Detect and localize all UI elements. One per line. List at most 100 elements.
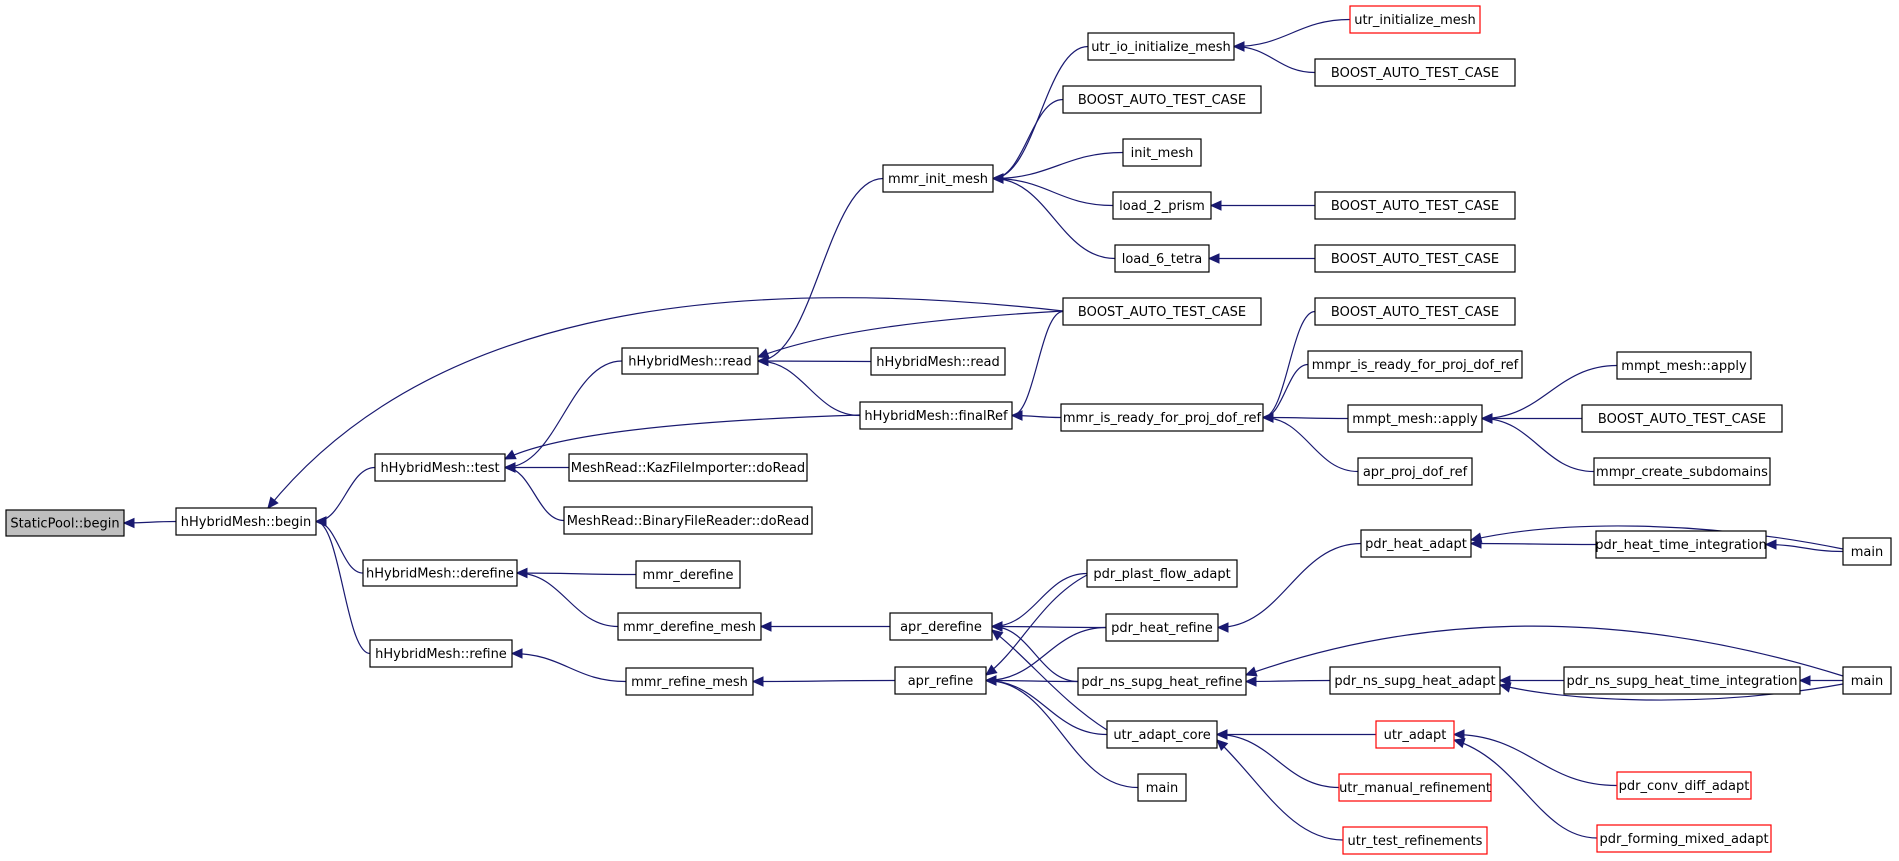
node-staticpool-begin[interactable]: StaticPool::begin xyxy=(5,509,125,537)
node-load-6-tetra[interactable]: load_6_tetra xyxy=(1114,244,1210,273)
edge-main_3-to-pdr_ns_heat_refine-arrowhead xyxy=(1244,666,1258,677)
node-apr-refine[interactable]: apr_refine xyxy=(894,666,987,695)
edge-mmr_derefine-to-hhybrid_derefine xyxy=(516,572,637,576)
node-box xyxy=(1314,191,1516,220)
node-hhybrid-begin[interactable]: hHybridMesh::begin xyxy=(175,507,317,536)
node-mmr-derefine[interactable]: mmr_derefine xyxy=(635,560,741,589)
node-label: BOOST_AUTO_TEST_CASE xyxy=(1078,93,1246,108)
node-boost-7[interactable]: BOOST_AUTO_TEST_CASE xyxy=(1581,404,1783,433)
node-pdr-ns-heat-adapt[interactable]: pdr_ns_supg_heat_adapt xyxy=(1329,666,1501,695)
node-mmpr-is-ready[interactable]: mmpr_is_ready_for_proj_dof_ref xyxy=(1307,350,1523,379)
node-boost-5[interactable]: BOOST_AUTO_TEST_CASE xyxy=(1314,244,1516,273)
node-hhybrid-read2[interactable]: hHybridMesh::read xyxy=(870,347,1006,376)
edge-meshread_binary-to-hhybrid_test xyxy=(504,466,565,522)
edge-main_1-to-apr_refine-arrowhead xyxy=(984,675,997,686)
node-label: mmr_derefine xyxy=(643,568,734,583)
node-box xyxy=(1842,537,1892,566)
node-label: hHybridMesh::finalRef xyxy=(864,409,1008,424)
node-meshread-kaz[interactable]: MeshRead::KazFileImporter::doRead xyxy=(568,453,808,482)
node-hhybrid-refine[interactable]: hHybridMesh::refine xyxy=(369,639,513,668)
node-mmpt-mesh-apply-2[interactable]: mmpt_mesh::apply xyxy=(1616,351,1752,380)
node-box xyxy=(1105,613,1219,642)
node-utr-io-init[interactable]: utr_io_initialize_mesh xyxy=(1087,32,1235,61)
node-box xyxy=(1593,457,1771,486)
node-utr-test-ref[interactable]: utr_test_refinements xyxy=(1342,826,1488,855)
node-box xyxy=(1114,244,1210,273)
node-pdr-forming[interactable]: pdr_forming_mixed_adapt xyxy=(1596,824,1772,853)
node-mmpr-create[interactable]: mmpr_create_subdomains xyxy=(1593,457,1771,486)
node-label: mmr_derefine_mesh xyxy=(623,620,756,635)
edge-hhybrid_finalref-to-hhybrid_test-arrowhead xyxy=(503,449,517,460)
node-boost-3[interactable]: BOOST_AUTO_TEST_CASE xyxy=(1314,58,1516,87)
node-label: mmpr_create_subdomains xyxy=(1596,465,1768,480)
edge-pdr_conv_diff-to-utr_adapt xyxy=(1453,733,1618,787)
node-box xyxy=(362,559,518,587)
edge-meshread_binary-to-hhybrid_test-arrowhead xyxy=(503,462,516,473)
node-box xyxy=(625,667,754,696)
edge-mmpr_is_ready-to-mmr_is_ready xyxy=(1262,363,1309,419)
node-apr-derefine[interactable]: apr_derefine xyxy=(889,612,993,641)
node-apr-proj-dof-ref[interactable]: apr_proj_dof_ref xyxy=(1357,457,1473,486)
node-boost-6[interactable]: BOOST_AUTO_TEST_CASE xyxy=(1314,297,1516,326)
node-pdr-heat-adapt[interactable]: pdr_heat_adapt xyxy=(1360,529,1472,558)
node-meshread-binary[interactable]: MeshRead::BinaryFileReader::doRead xyxy=(563,506,813,535)
node-label: hHybridMesh::read xyxy=(876,355,999,370)
node-main-2[interactable]: main xyxy=(1842,537,1892,566)
node-hhybrid-read[interactable]: hHybridMesh::read xyxy=(621,347,759,375)
node-box xyxy=(1062,297,1262,326)
node-utr-adapt[interactable]: utr_adapt xyxy=(1375,720,1455,749)
node-box xyxy=(1329,666,1501,695)
node-pdr-ns-heat-refine[interactable]: pdr_ns_supg_heat_refine xyxy=(1077,667,1247,696)
node-hhybrid-test[interactable]: hHybridMesh::test xyxy=(374,453,506,482)
edge-boost_5-to-load_6_tetra-arrowhead xyxy=(1207,253,1220,264)
node-hhybrid-finalref[interactable]: hHybridMesh::finalRef xyxy=(859,401,1013,430)
node-mmpt-mesh-apply-1[interactable]: mmpt_mesh::apply xyxy=(1347,404,1483,433)
edge-mmr_refine_mesh-to-hhybrid_refine xyxy=(511,652,627,683)
node-pdr-plast[interactable]: pdr_plast_flow_adapt xyxy=(1086,559,1238,588)
node-boost-2[interactable]: BOOST_AUTO_TEST_CASE xyxy=(1062,297,1262,326)
node-mmr-derefine-mesh[interactable]: mmr_derefine_mesh xyxy=(617,612,762,641)
edge-apr_proj_dof_ref-to-mmr_is_ready xyxy=(1262,416,1359,473)
node-init-mesh[interactable]: init_mesh xyxy=(1122,138,1202,167)
edge-main_3-to-pdr_ns_heat_adapt-arrowhead xyxy=(1498,682,1512,693)
node-load-2-prism[interactable]: load_2_prism xyxy=(1112,191,1212,220)
node-label: load_2_prism xyxy=(1119,199,1205,214)
edge-hhybrid_finalref-to-hhybrid_read xyxy=(757,360,861,417)
node-label: mmr_refine_mesh xyxy=(631,675,748,690)
node-mmr-is-ready[interactable]: mmr_is_ready_for_proj_dof_ref xyxy=(1060,403,1264,432)
edge-pdr_forming-to-utr_adapt xyxy=(1453,739,1598,839)
node-label: BOOST_AUTO_TEST_CASE xyxy=(1331,252,1499,267)
edge-utr_test_ref-to-utr_adapt_core xyxy=(1216,739,1344,841)
node-pdr-heat-time[interactable]: pdr_heat_time_integration xyxy=(1595,530,1767,559)
node-box xyxy=(617,612,762,641)
node-boost-1[interactable]: BOOST_AUTO_TEST_CASE xyxy=(1062,85,1262,114)
node-main-3[interactable]: main xyxy=(1842,666,1892,695)
edge-utr_initialize_mesh-to-utr_io_init xyxy=(1233,18,1351,48)
edge-pdr_heat_adapt-to-pdr_heat_refine-arrowhead xyxy=(1216,622,1229,633)
node-mmr-refine-mesh[interactable]: mmr_refine_mesh xyxy=(625,667,754,696)
node-boost-4[interactable]: BOOST_AUTO_TEST_CASE xyxy=(1314,191,1516,220)
edge-hhybrid_derefine-to-hhybrid_begin xyxy=(315,520,364,574)
node-utr-initialize-mesh[interactable]: utr_initialize_mesh xyxy=(1349,5,1481,34)
node-main-1[interactable]: main xyxy=(1137,773,1187,802)
node-box xyxy=(894,666,987,695)
edge-pdr_ns_heat_adapt-to-pdr_ns_heat_refine xyxy=(1245,679,1331,683)
node-label: hHybridMesh::refine xyxy=(375,647,507,662)
node-utr-manual[interactable]: utr_manual_refinement xyxy=(1338,773,1492,802)
node-label: utr_initialize_mesh xyxy=(1354,13,1476,28)
node-box xyxy=(1357,457,1473,486)
node-utr-adapt-core[interactable]: utr_adapt_core xyxy=(1106,720,1218,749)
node-mmr-init-mesh[interactable]: mmr_init_mesh xyxy=(882,164,994,193)
node-pdr-ns-heat-time[interactable]: pdr_ns_supg_heat_time_integration xyxy=(1563,666,1801,695)
edge-init_mesh-to-mmr_init_mesh xyxy=(992,151,1124,180)
node-label: load_6_tetra xyxy=(1122,252,1203,267)
edge-boost_2-to-hhybrid_read xyxy=(757,310,1064,358)
edge-mmr_is_ready-to-hhybrid_finalref-arrowhead xyxy=(1010,410,1023,421)
node-hhybrid-derefine[interactable]: hHybridMesh::derefine xyxy=(362,559,518,587)
node-box xyxy=(635,560,741,589)
edge-main_3-to-pdr_ns_heat_time-arrowhead xyxy=(1798,675,1811,686)
node-pdr-conv-diff[interactable]: pdr_conv_diff_adapt xyxy=(1616,771,1752,800)
edge-pdr_plast-to-apr_derefine xyxy=(991,572,1088,628)
node-box xyxy=(1307,350,1523,379)
node-pdr-heat-refine[interactable]: pdr_heat_refine xyxy=(1105,613,1219,642)
